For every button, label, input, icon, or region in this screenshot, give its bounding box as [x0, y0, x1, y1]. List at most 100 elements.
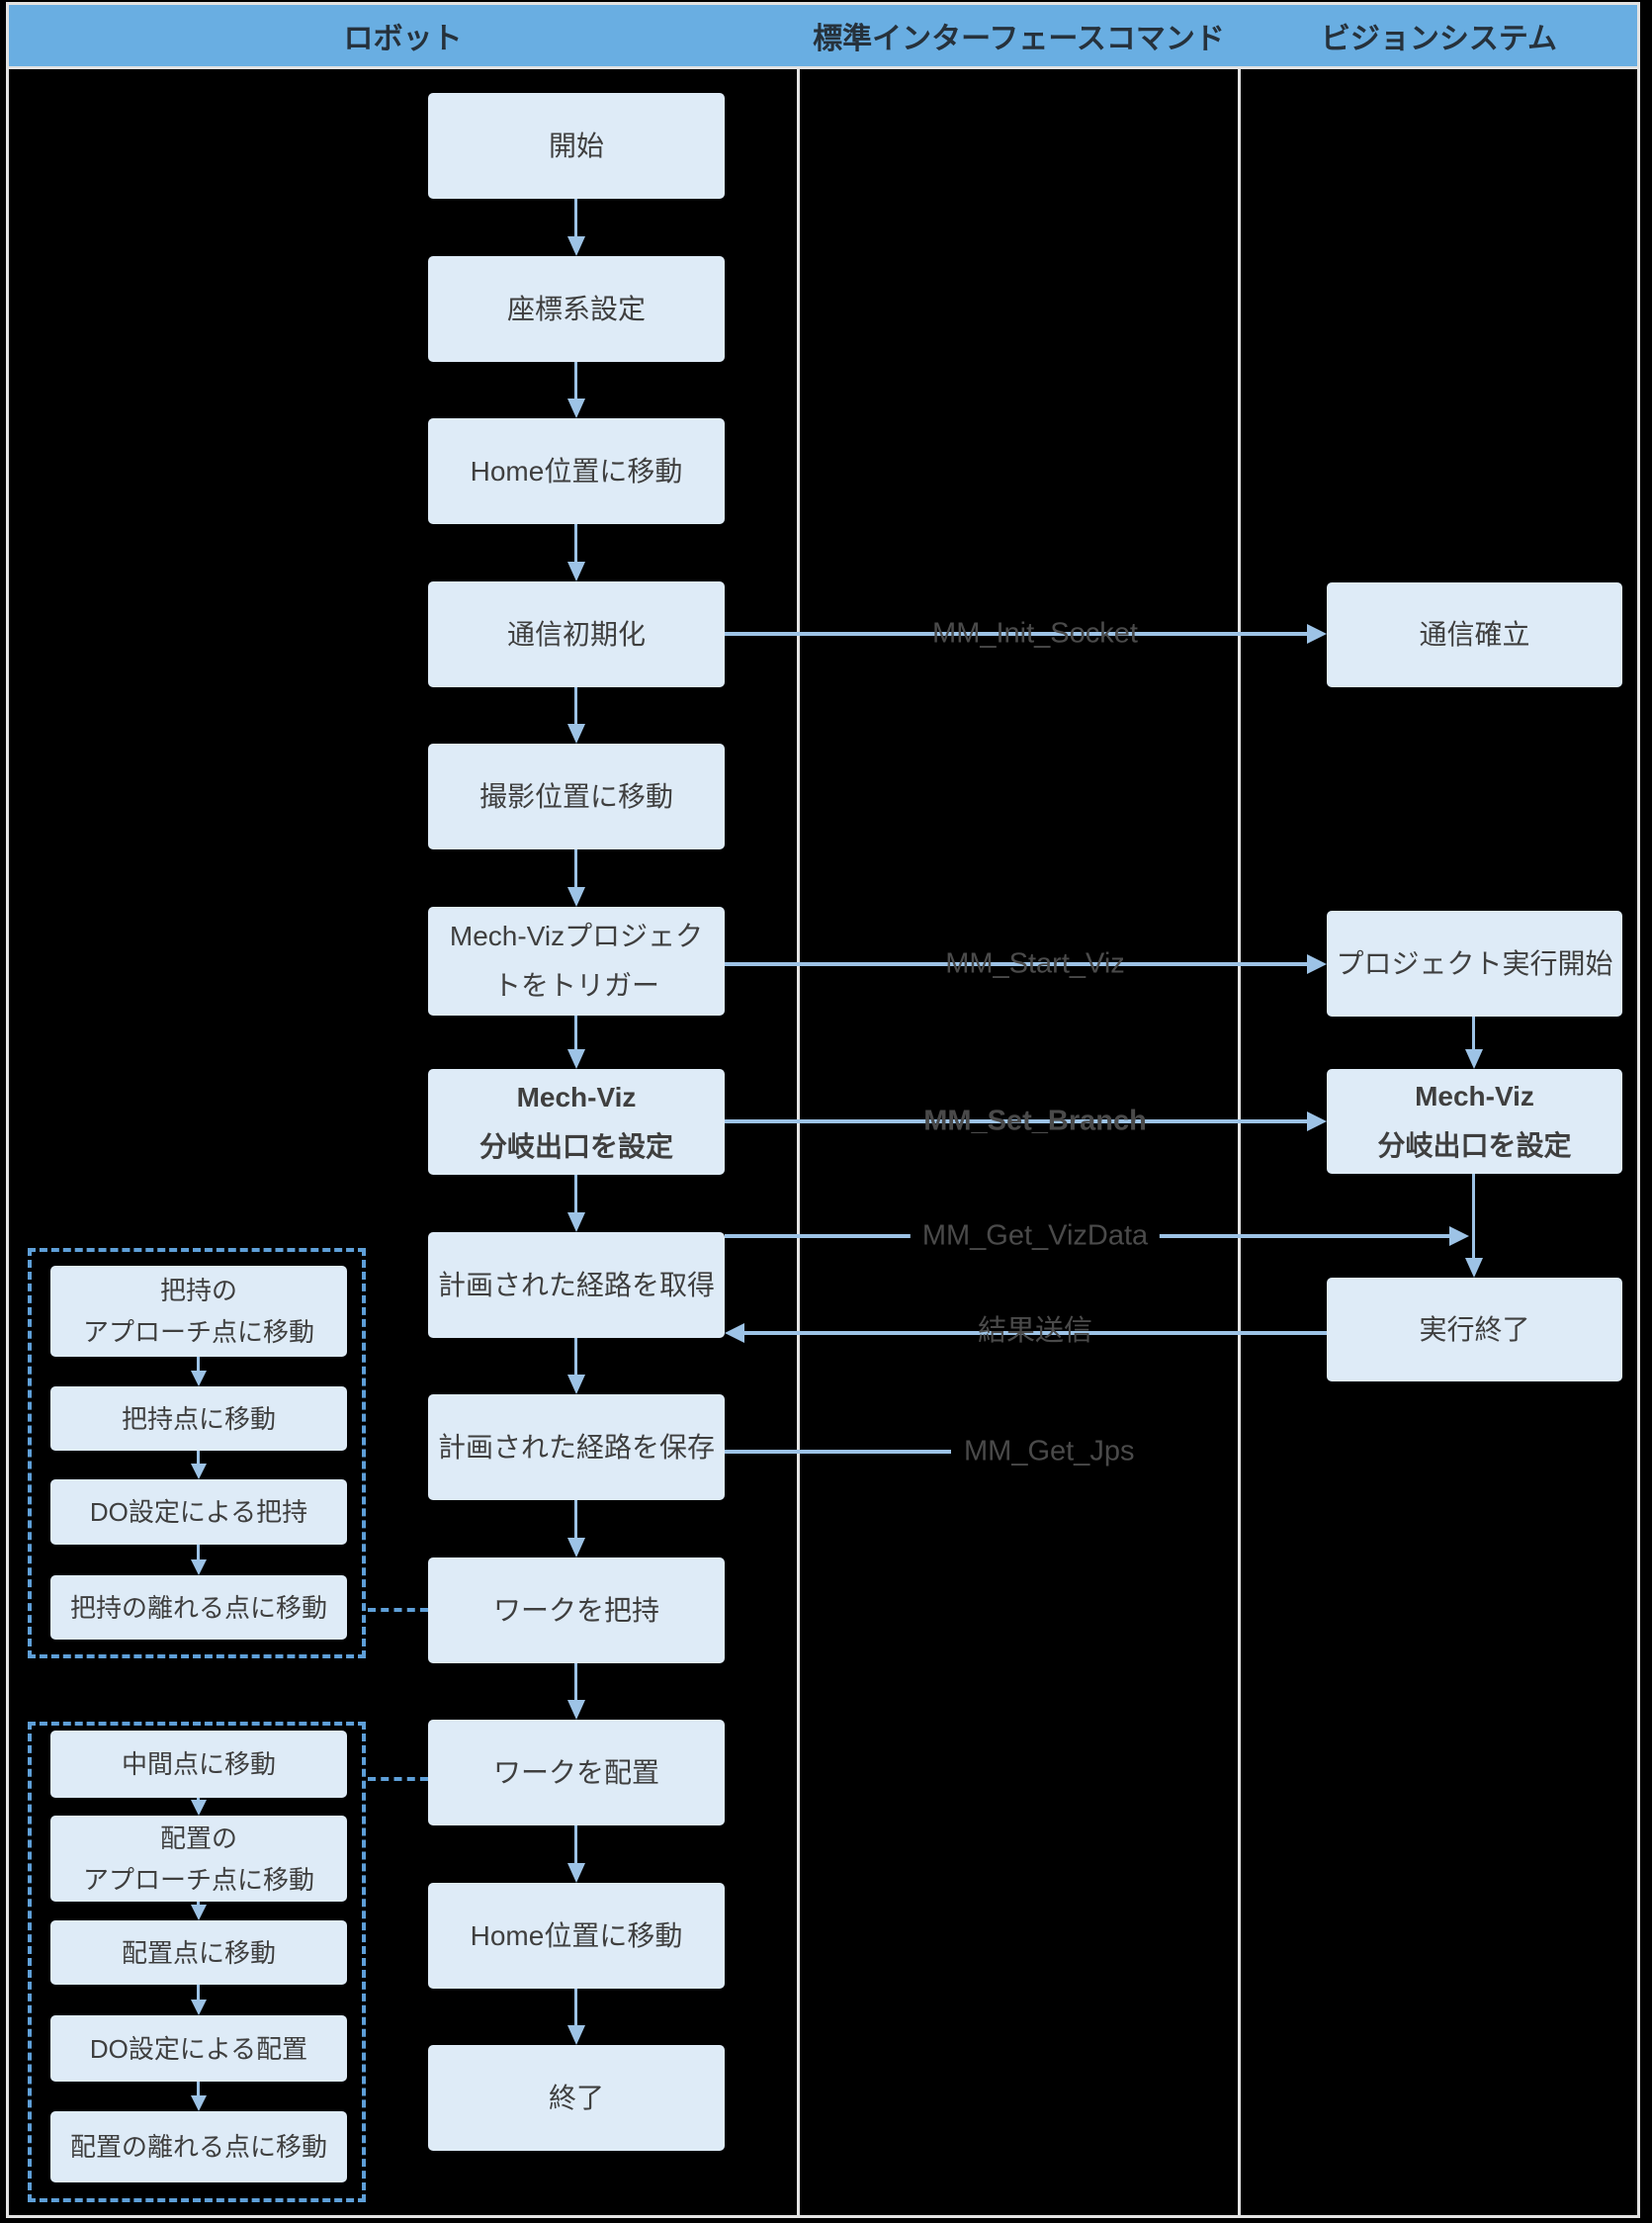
- group-arrow-line: [197, 2082, 200, 2095]
- flow-arrow-line: [574, 1338, 577, 1375]
- column-header-vision-system: ビジョンシステム: [1241, 5, 1637, 66]
- group-arrowhead: [191, 1371, 207, 1386]
- column-header-label: ビジョンシステム: [1320, 23, 1558, 55]
- group-arrowhead: [191, 1905, 207, 1920]
- flow-arrowhead: [567, 724, 585, 744]
- group-arrow-line: [197, 1798, 200, 1800]
- flow-arrow-line: [574, 362, 577, 399]
- command-label-send-result: 結果送信: [977, 1315, 1093, 1347]
- flow-arrow-line: [574, 1016, 577, 1049]
- flow-box-grasp-workpiece: ワークを把持: [428, 1557, 725, 1663]
- header-band: [9, 5, 1637, 66]
- command-line-mm-set-branch: [725, 1119, 1307, 1123]
- command-arrowhead-mm-init-socket: [1307, 624, 1327, 644]
- box-label: 座標系設定: [506, 293, 646, 324]
- flow-box-get-planned-path: 計画された経路を取得: [428, 1232, 725, 1338]
- box-label-line: 分岐出口を設定: [478, 1130, 673, 1162]
- group-arrowhead: [191, 1559, 207, 1575]
- table-border-bottom: [6, 2215, 1640, 2218]
- vision-arrow-line: [1472, 1174, 1475, 1258]
- box-label: DO設定による把持: [89, 1497, 308, 1527]
- flow-arrow-line: [574, 524, 577, 562]
- flow-arrow-line: [574, 687, 577, 724]
- box-label: 配置点に移動: [121, 1937, 276, 1968]
- place-sequence-group-border: [28, 1722, 366, 2202]
- box-label-line: トをトリガー: [492, 970, 659, 1001]
- group-box-move-to-grasp-depart: 把持の離れる点に移動: [50, 1575, 347, 1640]
- box-label-line: Mech-Viz: [1415, 1081, 1534, 1112]
- command-label-mm-init-socket: MM_Init_Socket: [932, 617, 1138, 650]
- command-arrowhead-mm-set-branch: [1307, 1112, 1327, 1131]
- place-sequence-group-connector: [368, 1777, 428, 1781]
- box-label: Home位置に移動: [470, 455, 683, 487]
- flow-arrow-line: [574, 849, 577, 887]
- group-box-move-to-place-depart: 配置の離れる点に移動: [50, 2111, 347, 2182]
- grasp-sequence-group-border: [28, 1248, 366, 1658]
- group-box-move-to-place-approach: 配置のアプローチ点に移動: [50, 1816, 347, 1902]
- flow-arrowhead: [567, 562, 585, 581]
- vision-box-project-execution-start: プロジェクト実行開始: [1327, 911, 1622, 1017]
- vision-box-execution-end: 実行終了: [1327, 1278, 1622, 1381]
- box-label: 終了: [548, 2082, 604, 2113]
- table-border-top: [6, 2, 1640, 5]
- column-divider-1: [797, 2, 800, 2218]
- box-label: ワークを把持: [492, 1594, 659, 1626]
- box-label-line: Mech-Vizプロジェク: [449, 921, 704, 951]
- flow-arrowhead: [567, 1375, 585, 1394]
- vision-arrowhead: [1465, 1258, 1483, 1278]
- command-label-mm-start-viz: MM_Start_Viz: [945, 947, 1125, 980]
- flow-box-place-workpiece: ワークを配置: [428, 1720, 725, 1825]
- vision-box-communication-established: 通信確立: [1327, 582, 1622, 687]
- box-label-line: 配置の: [159, 1823, 237, 1853]
- box-label-line: Mech-Viz: [516, 1081, 637, 1112]
- flow-box-move-to-home-1: Home位置に移動: [428, 418, 725, 524]
- box-label: プロジェクト実行開始: [1336, 947, 1613, 979]
- column-header-label: ロボット: [343, 23, 463, 55]
- vision-arrowhead: [1465, 1049, 1483, 1069]
- table-border-left: [6, 2, 9, 2218]
- group-arrow-line: [197, 1902, 200, 1905]
- box-label-line: 分岐出口を設定: [1377, 1130, 1572, 1161]
- vision-arrow-line: [1472, 1017, 1475, 1049]
- flow-arrowhead: [567, 1212, 585, 1232]
- column-divider-2: [1238, 2, 1241, 2218]
- table-border-right: [1637, 2, 1640, 2218]
- flow-box-set-branch-exit: Mech-Viz 分岐出口を設定: [428, 1069, 725, 1175]
- flow-box-set-coordinate-system: 座標系設定: [428, 256, 725, 362]
- flow-arrow-line: [574, 1825, 577, 1863]
- command-arrowhead-mm-get-vizdata: [1449, 1226, 1469, 1246]
- box-label: 配置の離れる点に移動: [69, 2132, 327, 2162]
- box-label: Home位置に移動: [470, 1919, 683, 1951]
- flow-arrowhead: [567, 1049, 585, 1069]
- box-label-line: アプローチ点に移動: [82, 1317, 314, 1347]
- box-label: 中間点に移動: [121, 1749, 276, 1779]
- column-header-interface-commands: 標準インターフェースコマンド: [800, 5, 1238, 66]
- flow-arrowhead: [567, 887, 585, 907]
- flow-arrow-line: [574, 1500, 577, 1538]
- box-label: 撮影位置に移動: [478, 780, 673, 812]
- box-label: 開始: [548, 130, 604, 161]
- flow-arrowhead: [567, 1700, 585, 1720]
- group-arrowhead: [191, 2095, 207, 2111]
- flow-box-init-communication: 通信初期化: [428, 581, 725, 687]
- group-arrowhead: [191, 2000, 207, 2015]
- column-header-label: 標準インターフェースコマンド: [813, 23, 1225, 55]
- box-label: 把持点に移動: [121, 1403, 276, 1434]
- command-line-mm-start-viz: [725, 962, 1307, 966]
- box-label: 通信初期化: [506, 618, 646, 650]
- group-box-move-to-grasp-approach: 把持のアプローチ点に移動: [50, 1266, 347, 1357]
- box-label: 計画された経路を保存: [437, 1431, 715, 1463]
- header-bottom-line: [6, 66, 1640, 69]
- group-arrow-line: [197, 1985, 200, 2000]
- box-label: 計画された経路を取得: [437, 1269, 715, 1300]
- flow-arrow-line: [574, 1175, 577, 1212]
- command-arrowhead-send-result: [725, 1323, 744, 1343]
- group-box-move-to-grasp-point: 把持点に移動: [50, 1386, 347, 1451]
- group-arrowhead: [191, 1464, 207, 1479]
- box-label-line: アプローチ点に移動: [82, 1864, 314, 1895]
- group-arrow-line: [197, 1451, 200, 1464]
- box-label-line: 把持の: [159, 1276, 237, 1305]
- flow-box-move-to-home-2: Home位置に移動: [428, 1883, 725, 1989]
- group-box-place-by-do-setting: DO設定による配置: [50, 2015, 347, 2082]
